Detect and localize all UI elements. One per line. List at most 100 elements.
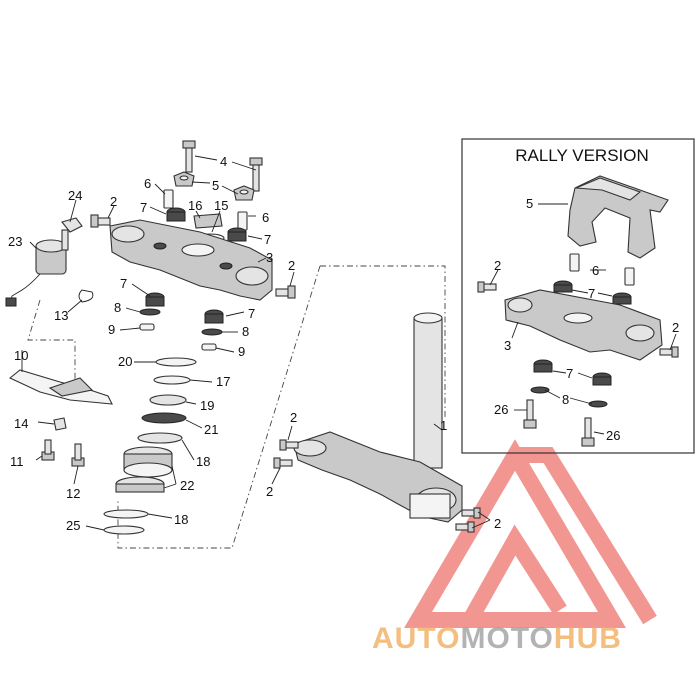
bolt-2-lower-left-b	[273, 457, 293, 469]
callout-13: 13	[54, 308, 68, 323]
callout-23: 23	[8, 234, 22, 249]
rally-bushing-bottom-right	[592, 372, 612, 386]
callout-2-top-left: 2	[110, 194, 117, 209]
callout-17: 17	[216, 374, 230, 389]
callout-18-upper: 18	[196, 454, 210, 469]
bearing-22	[115, 446, 173, 493]
ring-19	[149, 394, 187, 406]
callout-25: 25	[66, 518, 80, 533]
callout-2-lower-right: 2	[494, 516, 501, 531]
handlebar-clamp-right	[233, 185, 255, 201]
seal-21	[141, 412, 187, 424]
washer-8-right	[201, 328, 223, 336]
leader-lines	[21, 155, 491, 531]
bolt-4-right	[249, 157, 263, 192]
watermark-triangle-icon	[404, 439, 657, 628]
callout-5: 5	[212, 178, 219, 193]
callout-8-rally: 8	[562, 392, 569, 407]
lower-triple-clamp-stem	[293, 312, 463, 523]
bushing-7-lower-left	[145, 292, 165, 307]
ring-18-lower	[103, 509, 149, 519]
callout-2-lower-left-b: 2	[266, 484, 273, 499]
rally-bolt-right	[659, 346, 679, 358]
bushing-7-lower-right	[204, 309, 224, 324]
watermark-part1: AUTOMOTOHUB	[372, 622, 622, 655]
callout-15: 15	[214, 198, 228, 213]
callout-2-rally-left: 2	[494, 258, 501, 273]
callout-5-rally: 5	[526, 196, 533, 211]
callout-7-rally-bottom: 7	[566, 366, 573, 381]
callout-8-left: 8	[114, 300, 121, 315]
callout-19: 19	[200, 398, 214, 413]
bolt-12	[71, 443, 85, 467]
rally-spacer-left	[569, 253, 580, 272]
callout-7-lower-right: 7	[248, 306, 255, 321]
callout-22: 22	[180, 478, 194, 493]
callout-7-lower-left: 7	[120, 276, 127, 291]
spacer-6-left	[163, 189, 174, 209]
bolt-4-left	[182, 140, 196, 173]
bolt-2-lower-right-b	[455, 521, 475, 533]
spacer-9-right	[201, 343, 217, 351]
callout-6-left: 6	[144, 176, 151, 191]
callout-26-rally-right: 26	[606, 428, 620, 443]
callout-24: 24	[68, 188, 82, 203]
rally-bolt-left	[477, 281, 497, 293]
ring-18-upper	[137, 432, 183, 444]
bolt-11	[41, 439, 55, 461]
ignition-switch	[5, 239, 67, 307]
rally-bushing-top-right	[612, 292, 632, 305]
bracket-10	[8, 369, 113, 405]
nut-14	[53, 417, 67, 431]
callout-3-rally: 3	[504, 338, 511, 353]
callout-21: 21	[204, 422, 218, 437]
rally-bushing-bottom-left	[533, 359, 553, 373]
watermark-logo	[404, 439, 657, 628]
callout-10: 10	[14, 348, 28, 363]
rally-handlebar-riser	[567, 175, 669, 259]
rally-washer-left	[530, 386, 550, 394]
callout-6-right: 6	[262, 210, 269, 225]
bolt-2-lower-right-a	[461, 507, 481, 519]
top-triple-clamp	[109, 219, 273, 301]
ignition-key	[61, 217, 83, 251]
callout-2-rally-right: 2	[672, 320, 679, 335]
ring-25	[103, 525, 145, 535]
callout-3: 3	[266, 250, 273, 265]
bushing-7-top-right	[227, 227, 247, 242]
ring-17	[153, 375, 191, 385]
rally-spacer-right	[624, 267, 635, 286]
callout-26-rally-left: 26	[494, 402, 508, 417]
callout-1: 1	[440, 418, 447, 433]
callout-9-left: 9	[108, 322, 115, 337]
rally-version-title: RALLY VERSION	[515, 146, 649, 165]
watermark-text: AUTOMOTOHUB	[372, 622, 622, 655]
bolt-2-top-left	[90, 214, 111, 228]
callout-6-rally: 6	[592, 263, 599, 278]
callout-8-right: 8	[242, 324, 249, 339]
callout-11: 11	[10, 454, 24, 469]
rally-bolt-26-right	[581, 417, 595, 447]
callout-7-top-right: 7	[264, 232, 271, 247]
washer-8-left	[139, 308, 161, 316]
callout-7-top-left: 7	[140, 200, 147, 215]
handlebar-clamp-left	[173, 171, 195, 187]
callout-2-lower-left-a: 2	[290, 410, 297, 425]
rally-bushing-top-left	[553, 280, 573, 293]
rally-top-clamp	[504, 289, 663, 361]
callout-7-rally-top: 7	[588, 286, 595, 301]
bushing-7-top-left	[166, 207, 186, 222]
rally-version-box: RALLY VERSION	[461, 138, 695, 454]
callout-14: 14	[14, 416, 28, 431]
ring-20	[155, 357, 197, 367]
callout-18-lower: 18	[174, 512, 188, 527]
bolt-2-top-right	[275, 285, 296, 299]
bolt-2-lower-left-a	[279, 439, 299, 451]
callout-4: 4	[220, 154, 227, 169]
callout-12: 12	[66, 486, 80, 501]
spacer-6-right	[237, 211, 248, 231]
callouts: 4 6 5 2 7 16 15 6 7 24 23 3 2 7 13 8 7 9…	[8, 154, 679, 533]
callout-16: 16	[188, 198, 202, 213]
rally-bolt-26-left	[523, 399, 537, 429]
